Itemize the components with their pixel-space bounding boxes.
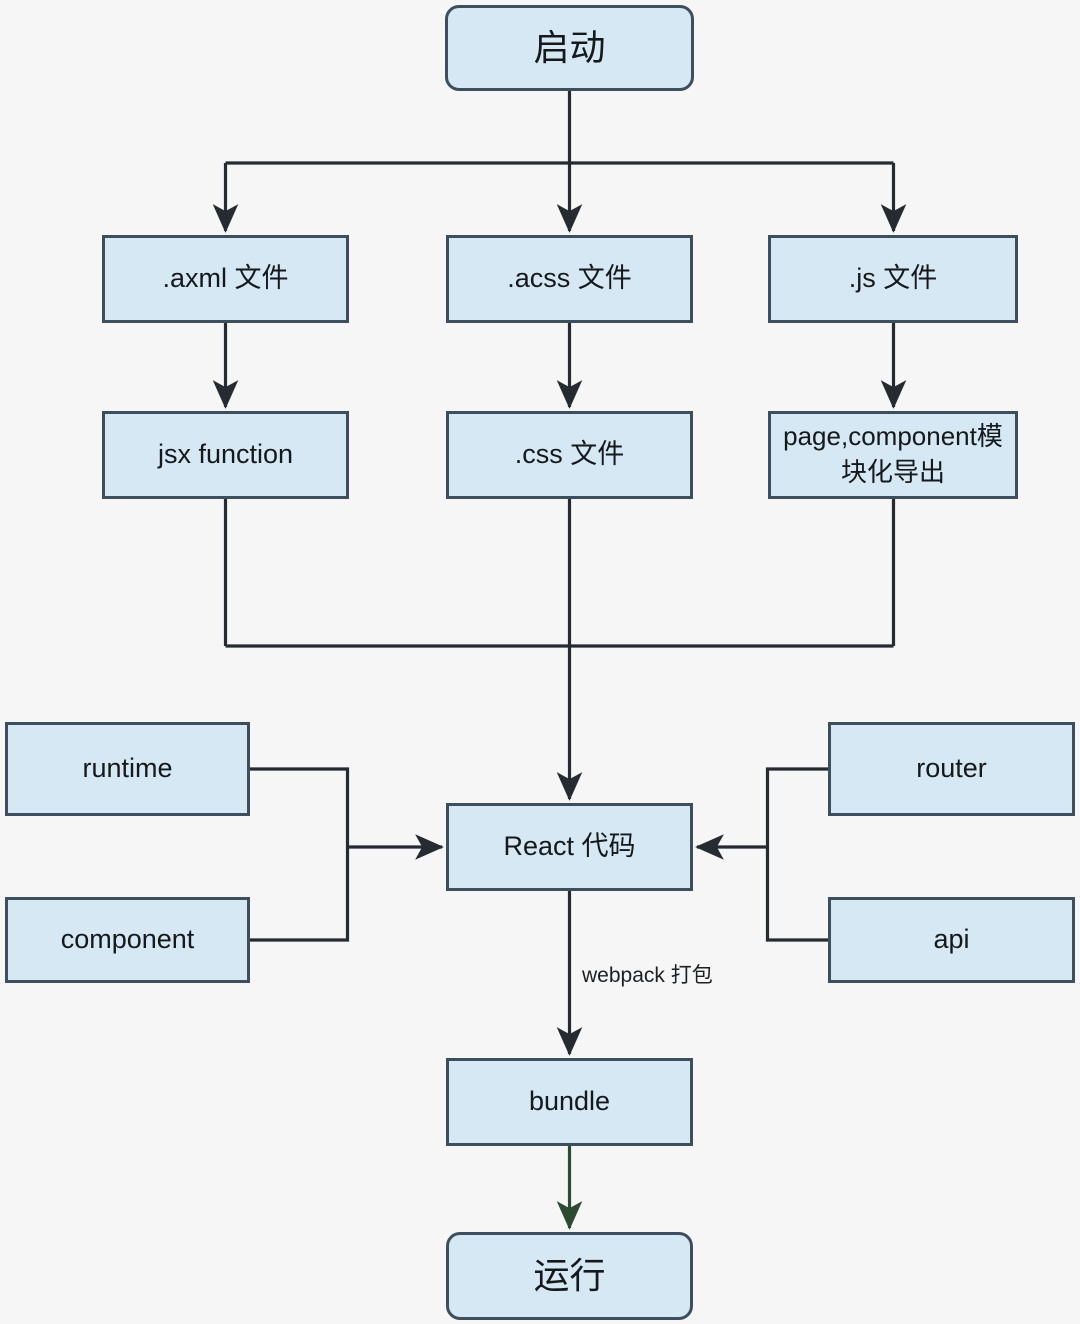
node-css-file-label: .css 文件 (514, 439, 625, 470)
edge-component-out (250, 847, 350, 942)
node-react-code-label: React 代码 (503, 831, 636, 862)
node-bundle[interactable]: bundle (446, 1058, 693, 1146)
node-axml-file-label: .axml 文件 (162, 263, 289, 294)
node-runtime[interactable]: runtime (5, 722, 250, 816)
edge-label-webpack: webpack 打包 (575, 958, 720, 990)
node-bundle-label: bundle (528, 1086, 611, 1117)
node-component-label: component (60, 924, 195, 955)
node-runtime-label: runtime (82, 753, 173, 784)
node-js-file[interactable]: .js 文件 (768, 235, 1018, 323)
edge-api-out (765, 847, 828, 942)
node-api-label: api (933, 924, 970, 955)
node-run[interactable]: 运行 (446, 1232, 693, 1320)
node-js-file-label: .js 文件 (848, 263, 938, 294)
node-acss-file[interactable]: .acss 文件 (446, 235, 693, 323)
node-css-file[interactable]: .css 文件 (446, 411, 693, 499)
node-router-label: router (916, 753, 987, 784)
node-axml-file[interactable]: .axml 文件 (102, 235, 349, 323)
node-module-export-label: page,component模 块化导出 (783, 421, 1003, 487)
node-start[interactable]: 启动 (445, 5, 694, 91)
node-react-code[interactable]: React 代码 (446, 803, 693, 891)
node-jsx-function[interactable]: jsx function (102, 411, 349, 499)
edge-router-out (765, 767, 828, 847)
node-router[interactable]: router (828, 722, 1075, 816)
node-api[interactable]: api (828, 897, 1075, 983)
node-component[interactable]: component (5, 897, 250, 983)
node-start-label: 启动 (533, 27, 606, 69)
node-run-label: 运行 (533, 1255, 606, 1297)
node-module-export[interactable]: page,component模 块化导出 (768, 411, 1018, 499)
node-jsx-function-label: jsx function (157, 439, 294, 470)
edge-runtime-out (250, 767, 350, 847)
node-acss-file-label: .acss 文件 (507, 263, 632, 294)
